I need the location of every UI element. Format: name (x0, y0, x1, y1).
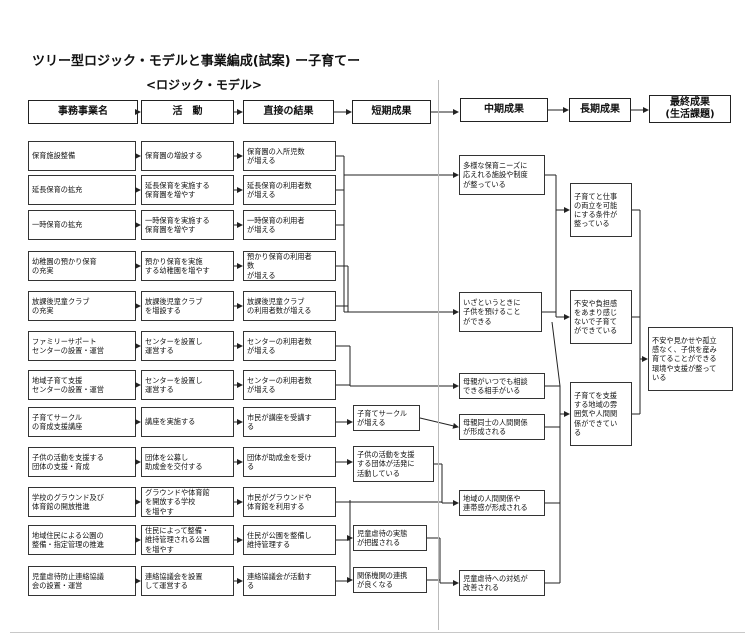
direct-result-box: 連絡協議会が活動す る (243, 566, 336, 596)
header-long-term: 長期成果 (569, 98, 631, 122)
project-name-box: 子供の活動を支援する 団体の支援・育成 (28, 447, 136, 477)
activity-box: 連絡協議会を設置 して運営する (141, 566, 234, 596)
direct-result-box: 市民がグラウンドや 体育館を利用する (243, 487, 336, 517)
short-term-box: 子供の活動を支援 する団体が活発に 活動している (353, 446, 434, 482)
direct-result-box: センターの利用者数 が増える (243, 370, 336, 400)
short-term-box: 関係機関の連携 が良くなる (353, 567, 427, 593)
project-name-box: 幼稚園の預かり保育 の充実 (28, 251, 136, 281)
activity-box: 一時保育を実施する 保育園を増やす (141, 210, 234, 240)
direct-result-box: 住民が公園を整備し 維持管理する (243, 525, 336, 555)
header-mid-term: 中期成果 (460, 98, 548, 122)
activity-box: センターを設置し 運営する (141, 331, 234, 361)
header-final-sub: (生活課題) (665, 109, 715, 120)
activity-box: 講座を実施する (141, 407, 234, 437)
header-short-term: 短期成果 (352, 100, 431, 124)
direct-result-box: 延長保育の利用者数 が増える (243, 175, 336, 205)
connector (419, 417, 459, 429)
header-project: 事務事業名 (28, 100, 138, 124)
mid-term-box: 地域の人間関係や 連帯感が形成される (459, 490, 545, 516)
final-outcome-box: 不安や見かせや孤立 感なく、子供を産み 育てることができる 環境や支援が整って … (648, 327, 733, 391)
direct-result-box: 市民が講座を受講す る (243, 407, 336, 437)
project-name-box: ファミリーサポート センターの設置・運営 (28, 331, 136, 361)
project-name-box: 放課後児童クラブ の充実 (28, 291, 136, 321)
direct-result-box: 預かり保育の利用者 数 が増える (243, 251, 336, 281)
short-term-box: 児童虐待の実態 が把握される (353, 525, 427, 551)
activity-box: センターを設置し 運営する (141, 370, 234, 400)
mid-term-box: いざというときに 子供を預けること ができる (459, 292, 542, 332)
header-final-main: 最終成果 (670, 96, 710, 108)
activity-box: 団体を公募し 助成金を交付する (141, 447, 234, 477)
project-name-box: 延長保育の拡充 (28, 175, 136, 205)
activity-box: 預かり保育を実施 する幼稚園を増やす (141, 251, 234, 281)
activity-box: グラウンドや体育館 を開放する学校 を増やす (141, 487, 234, 517)
header-activity: 活 動 (141, 100, 234, 124)
activity-box: 住民によって整備・ 維持管理される公園 を増やす (141, 525, 234, 555)
project-name-box: 一時保育の拡充 (28, 210, 136, 240)
direct-result-box: 団体が助成金を受け る (243, 447, 336, 477)
mid-term-box: 多様な保育ニーズに 応えれる施設や制度 が整っている (459, 155, 545, 195)
project-name-box: 保育施設整備 (28, 141, 136, 171)
connector (551, 321, 561, 387)
mid-term-box: 母親同士の人間関係 が形成される (459, 414, 545, 440)
direct-result-box: 放課後児童クラブ の利用者数が増える (243, 291, 336, 321)
activity-box: 放課後児童クラブ を増設する (141, 291, 234, 321)
page-bottom-line (10, 632, 745, 633)
long-term-box: 不安や負担感 をあまり感じ ないで子育て ができている (570, 290, 632, 344)
project-name-box: 子育てサークル の育成支援講座 (28, 407, 136, 437)
long-term-box: 子育てを支援 する地域の雰 囲気や人間関 係ができてい る (570, 382, 632, 446)
direct-result-box: 保育園の入所児数 が増える (243, 141, 336, 171)
page-subtitle: <ロジック・モデル> (146, 78, 262, 92)
page-fold-line (438, 80, 439, 630)
project-name-box: 児童虐待防止連絡協議 会の設置・運営 (28, 566, 136, 596)
project-name-box: 地域住民による公園の 整備・指定管理の推進 (28, 525, 136, 555)
mid-term-box: 児童虐待への対処が 改善される (459, 570, 545, 596)
activity-box: 保育園の増設する (141, 141, 234, 171)
header-direct-result: 直接の結果 (243, 100, 334, 124)
project-name-box: 学校のグラウンド及び 体育館の開放推進 (28, 487, 136, 517)
short-term-box: 子育てサークル が増える (353, 405, 420, 431)
direct-result-box: 一時保育の利用者 が増える (243, 210, 336, 240)
long-term-box: 子育てと仕事 の両立を可能 にする条件が 整っている (570, 183, 632, 237)
mid-term-box: 母親がいつでも相談 できる相手がいる (459, 373, 545, 399)
page-title: ツリー型ロジック・モデルと事業編成(試案) ー子育てー (32, 54, 361, 69)
header-final: 最終成果 (生活課題) (649, 95, 731, 123)
direct-result-box: センターの利用者数 が増える (243, 331, 336, 361)
activity-box: 延長保育を実施する 保育園を増やす (141, 175, 234, 205)
